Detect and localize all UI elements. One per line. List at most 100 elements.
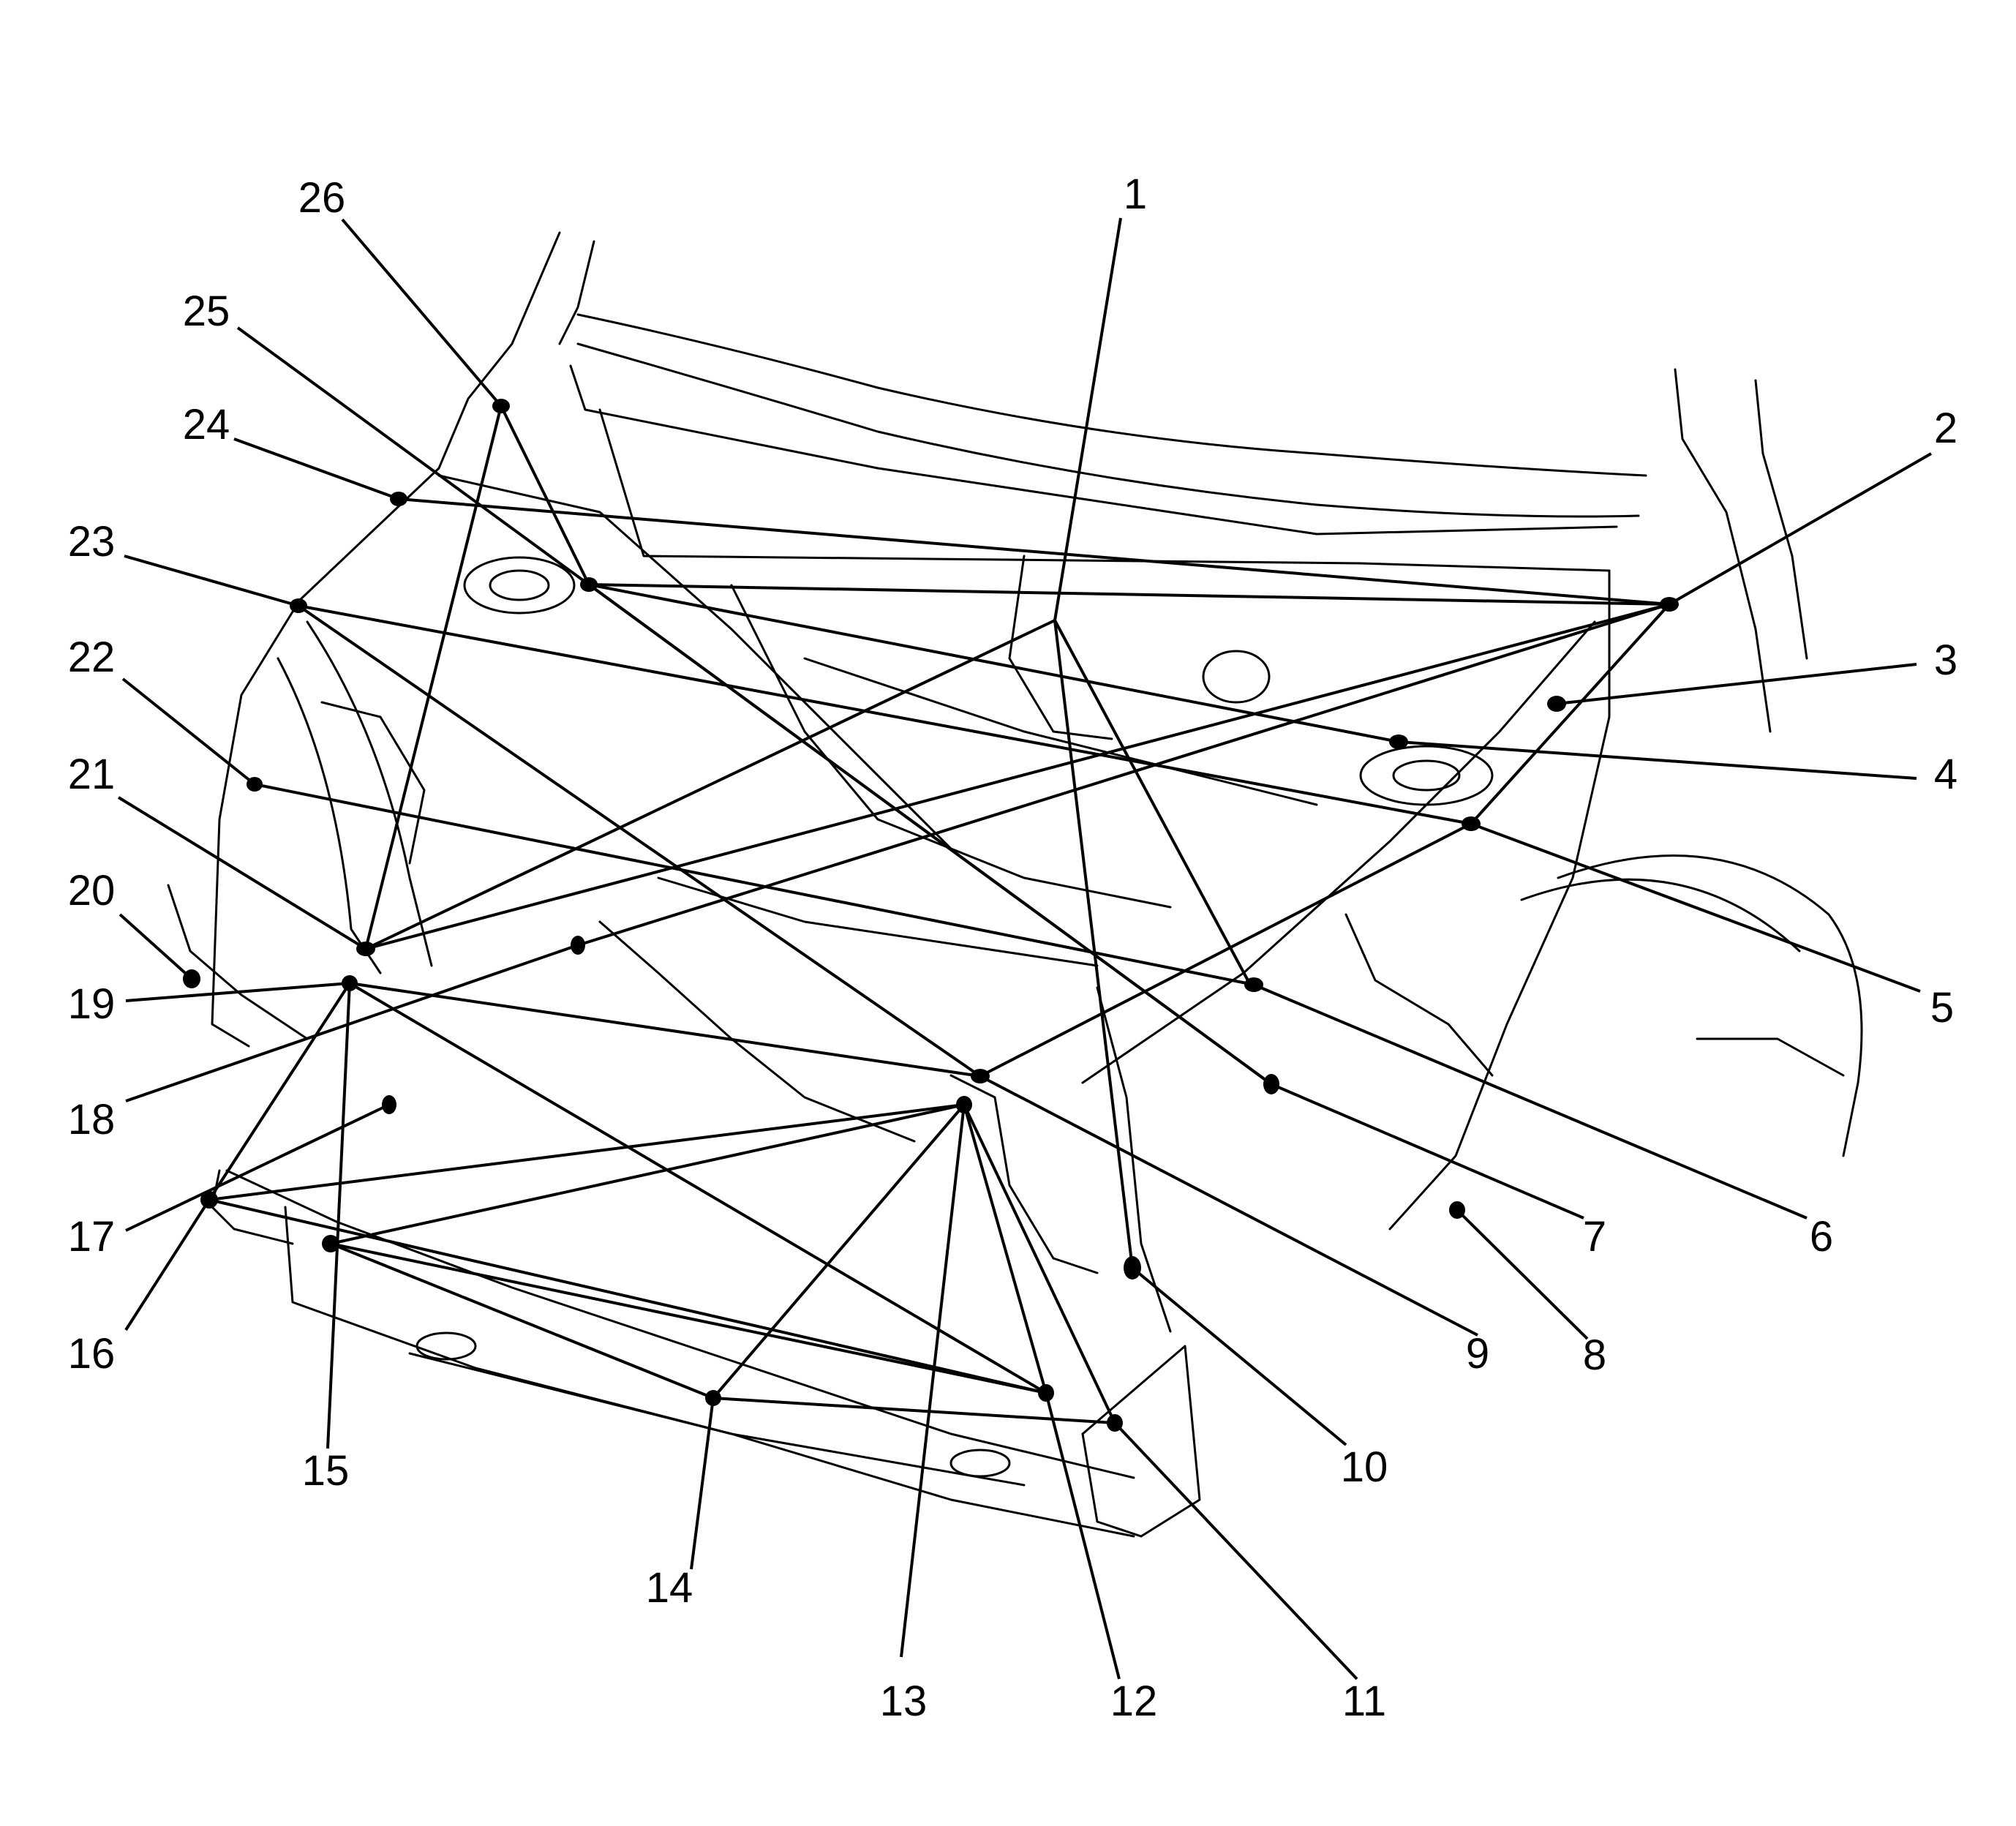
- right-front-box-face: [1081, 1432, 1143, 1538]
- dash-panel: [598, 408, 1611, 572]
- leader-lines: [117, 217, 1932, 1680]
- leader-10: [1131, 1266, 1347, 1446]
- leader-16a: [208, 1103, 965, 1201]
- callout-label-2: 2: [1934, 405, 1957, 452]
- leader-1c: [1053, 620, 1251, 984]
- callout-label-20: 20: [68, 867, 116, 914]
- leader-8: [1456, 1209, 1589, 1340]
- callout-label-18: 18: [68, 1096, 116, 1143]
- point-17: [382, 1095, 396, 1114]
- body-structure-line-art: [167, 231, 1863, 1538]
- leader-9b: [349, 982, 981, 1078]
- point-2: [1660, 597, 1679, 612]
- leader-21: [117, 796, 367, 950]
- leader-3: [1556, 663, 1917, 705]
- leader-12b: [348, 982, 1048, 1394]
- leader-26a: [500, 405, 590, 585]
- cowl-top: [576, 313, 1647, 477]
- front-crossmember: [408, 1352, 1026, 1487]
- center-rail-right: [1096, 986, 1172, 1333]
- right-apron: [1388, 569, 1611, 1231]
- cowl-lower: [576, 342, 1640, 518]
- leader-14: [690, 1397, 715, 1570]
- right-front-box: [1081, 1345, 1201, 1538]
- leader-4a: [588, 583, 1399, 743]
- callout-label-10: 10: [1341, 1443, 1388, 1491]
- leader-24: [233, 437, 399, 500]
- firewall-bulge: [1008, 555, 1113, 740]
- callout-label-25: 25: [183, 288, 230, 335]
- left-bracket: [167, 884, 309, 1040]
- leader-6: [1253, 983, 1808, 1220]
- point-15: [322, 1235, 339, 1252]
- callout-label-9: 9: [1466, 1330, 1489, 1378]
- callout-label-12: 12: [1110, 1677, 1158, 1725]
- brake-booster-opening: [1202, 650, 1271, 704]
- leader-2c: [1470, 603, 1671, 825]
- callout-label-15: 15: [302, 1447, 350, 1495]
- leader-19: [125, 982, 350, 1002]
- callout-label-23: 23: [68, 518, 116, 566]
- leader-17: [125, 1103, 390, 1232]
- leader-16: [124, 1198, 211, 1331]
- leader-12: [1045, 1392, 1121, 1680]
- right-strut-tower-outer: [1359, 745, 1494, 806]
- leader-26: [341, 218, 503, 407]
- leader-16b: [208, 1198, 1047, 1394]
- point-9: [971, 1069, 990, 1083]
- left-wheelhouse-inner: [306, 620, 433, 967]
- right-strut-tower-inner: [1392, 759, 1461, 792]
- leader-12a: [963, 1104, 1048, 1394]
- leader-18a: [577, 603, 1670, 947]
- point-8: [1449, 1201, 1465, 1219]
- center-rail-box: [949, 1074, 1099, 1274]
- leader-23: [124, 555, 299, 607]
- leader-5: [1470, 822, 1921, 993]
- leader-5b: [979, 822, 1472, 1078]
- right-a-pillar: [1674, 368, 1772, 733]
- callout-label-7: 7: [1583, 1213, 1606, 1260]
- point-20: [183, 969, 200, 988]
- point-11: [1107, 1414, 1123, 1432]
- right-fender-edge: [1696, 1037, 1845, 1077]
- left-a-pillar-inner: [558, 240, 595, 345]
- leader-2b: [588, 583, 1670, 606]
- callout-label-17: 17: [68, 1213, 116, 1260]
- leader-11: [1113, 1421, 1358, 1680]
- leader-11b: [712, 1397, 1116, 1424]
- point-13: [956, 1096, 972, 1113]
- point-23: [290, 598, 307, 613]
- leader-14b: [330, 1242, 714, 1399]
- right-wheelhouse-arch: [1557, 854, 1863, 1157]
- leader-5a: [298, 604, 1472, 825]
- callout-label-24: 24: [183, 401, 230, 448]
- right-a-pillar-outer: [1754, 379, 1808, 660]
- leader-12c: [330, 1242, 1047, 1394]
- center-crossmember: [657, 876, 1099, 967]
- left-wheelhouse: [211, 467, 440, 1048]
- leader-15a: [330, 1103, 965, 1245]
- point-3: [1547, 696, 1566, 712]
- left-strut-tower-outer: [463, 556, 576, 615]
- callout-label-3: 3: [1934, 636, 1957, 684]
- point-14: [705, 1390, 721, 1406]
- center-tow-hole: [949, 1449, 1011, 1478]
- callout-label-1: 1: [1124, 170, 1147, 218]
- callout-label-11: 11: [1342, 1677, 1386, 1725]
- leader-1a: [365, 619, 1056, 950]
- leader-4: [1398, 740, 1917, 780]
- leader-22: [121, 677, 256, 786]
- right-wheelhouse-lip: [1520, 878, 1801, 953]
- point-16: [200, 1191, 218, 1209]
- leader-21a: [364, 405, 503, 950]
- callout-label-22: 22: [68, 634, 116, 681]
- point-6: [1244, 977, 1263, 992]
- point-5: [1462, 816, 1481, 831]
- center-floor-detail: [730, 584, 1172, 909]
- right-upper-rail: [1081, 620, 1596, 1084]
- leader-18: [125, 944, 579, 1102]
- point-4: [1389, 734, 1408, 749]
- attachment-points: [183, 399, 1679, 1432]
- callout-label-5: 5: [1930, 984, 1954, 1032]
